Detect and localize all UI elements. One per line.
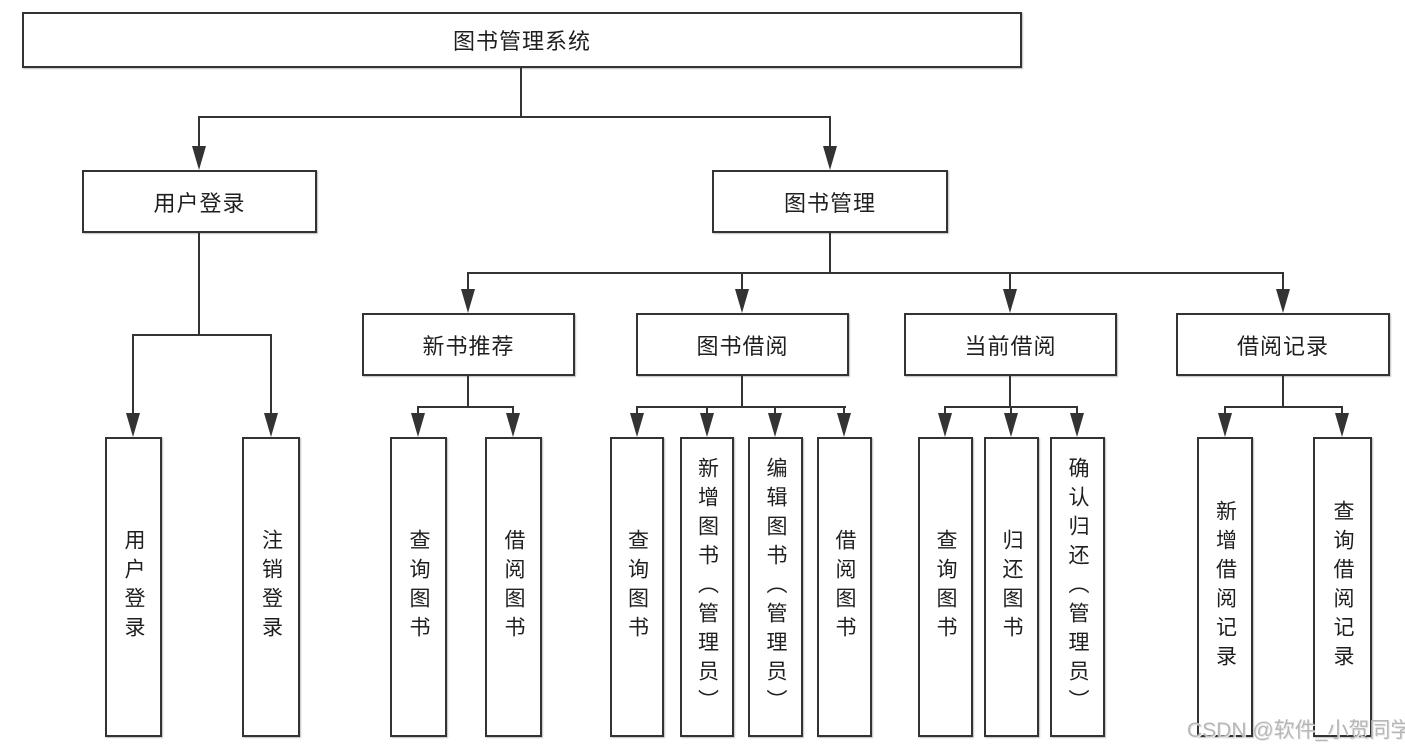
connector-vline [198, 233, 200, 336]
connector-hline [636, 406, 846, 408]
connector-hline [467, 272, 1284, 274]
connector-vline [512, 406, 514, 416]
leaf-edit-books-admin: 编辑图书（管理员） [748, 437, 803, 737]
connector-vline [774, 406, 776, 416]
leaf-confirm-return-admin: 确认归还（管理员） [1050, 437, 1105, 737]
leaf-add-borrow-record: 新增借阅记录 [1197, 437, 1253, 737]
arrow-down-icon [506, 413, 520, 437]
connector-hline [1224, 406, 1343, 408]
connector-vline [1010, 406, 1012, 416]
arrow-down-icon [411, 413, 425, 437]
connector-vline [843, 406, 845, 416]
leaf-logout: 注销登录 [242, 437, 300, 737]
connector-vline [1009, 272, 1011, 292]
connector-vline [944, 406, 946, 416]
connector-vline [1009, 376, 1011, 408]
connector-vline [1224, 406, 1226, 416]
arrow-down-icon [768, 413, 782, 437]
leaf-borrow-books: 借阅图书 [817, 437, 872, 737]
leaf-query-borrow-record: 查询借阅记录 [1313, 437, 1372, 737]
connector-vline [467, 376, 469, 408]
leaf-query-books: 查询图书 [390, 437, 447, 737]
connector-vline [636, 406, 638, 416]
arrow-down-icon [823, 146, 837, 170]
arrow-down-icon [1003, 289, 1017, 313]
leaf-query-books: 查询图书 [610, 437, 664, 737]
connector-vline [198, 116, 200, 148]
connector-hline [132, 334, 272, 336]
connector-hline [417, 406, 514, 408]
connector-vline [829, 116, 831, 148]
connector-vline [706, 406, 708, 416]
node-borrow-records: 借阅记录 [1176, 313, 1390, 376]
arrow-down-icon [630, 413, 644, 437]
connector-vline [829, 233, 831, 274]
connector-vline [520, 68, 522, 118]
node-book-management: 图书管理 [712, 170, 948, 233]
arrow-down-icon [1218, 413, 1232, 437]
connector-vline [741, 376, 743, 408]
connector-vline [1341, 406, 1343, 416]
watermark: CSDN @软件_小贺同学 [1187, 719, 1405, 742]
leaf-add-books-admin: 新增图书（管理员） [680, 437, 734, 737]
node-current-borrow: 当前借阅 [904, 313, 1117, 376]
arrow-down-icon [735, 289, 749, 313]
leaf-query-books: 查询图书 [918, 437, 973, 737]
connector-vline [741, 272, 743, 292]
connector-vline [417, 406, 419, 416]
arrow-down-icon [1070, 413, 1084, 437]
connector-vline [270, 334, 272, 414]
leaf-borrow-books: 借阅图书 [485, 437, 542, 737]
leaf-user-login: 用户登录 [105, 437, 162, 737]
arrow-down-icon [837, 413, 851, 437]
node-user-login: 用户登录 [82, 170, 317, 233]
arrow-down-icon [1004, 413, 1018, 437]
connector-vline [132, 334, 134, 414]
connector-vline [1282, 376, 1284, 408]
arrow-down-icon [700, 413, 714, 437]
node-book-management-system: 图书管理系统 [22, 12, 1022, 68]
arrow-down-icon [1276, 289, 1290, 313]
node-new-book-recommend: 新书推荐 [362, 313, 575, 376]
arrow-down-icon [126, 413, 140, 437]
connector-vline [1076, 406, 1078, 416]
connector-vline [467, 272, 469, 292]
connector-hline [198, 116, 831, 118]
arrow-down-icon [461, 289, 475, 313]
arrow-down-icon [192, 146, 206, 170]
arrow-down-icon [264, 413, 278, 437]
leaf-return-books: 归还图书 [984, 437, 1039, 737]
connector-vline [1282, 272, 1284, 292]
arrow-down-icon [938, 413, 952, 437]
node-book-borrow: 图书借阅 [636, 313, 849, 376]
arrow-down-icon [1335, 413, 1349, 437]
